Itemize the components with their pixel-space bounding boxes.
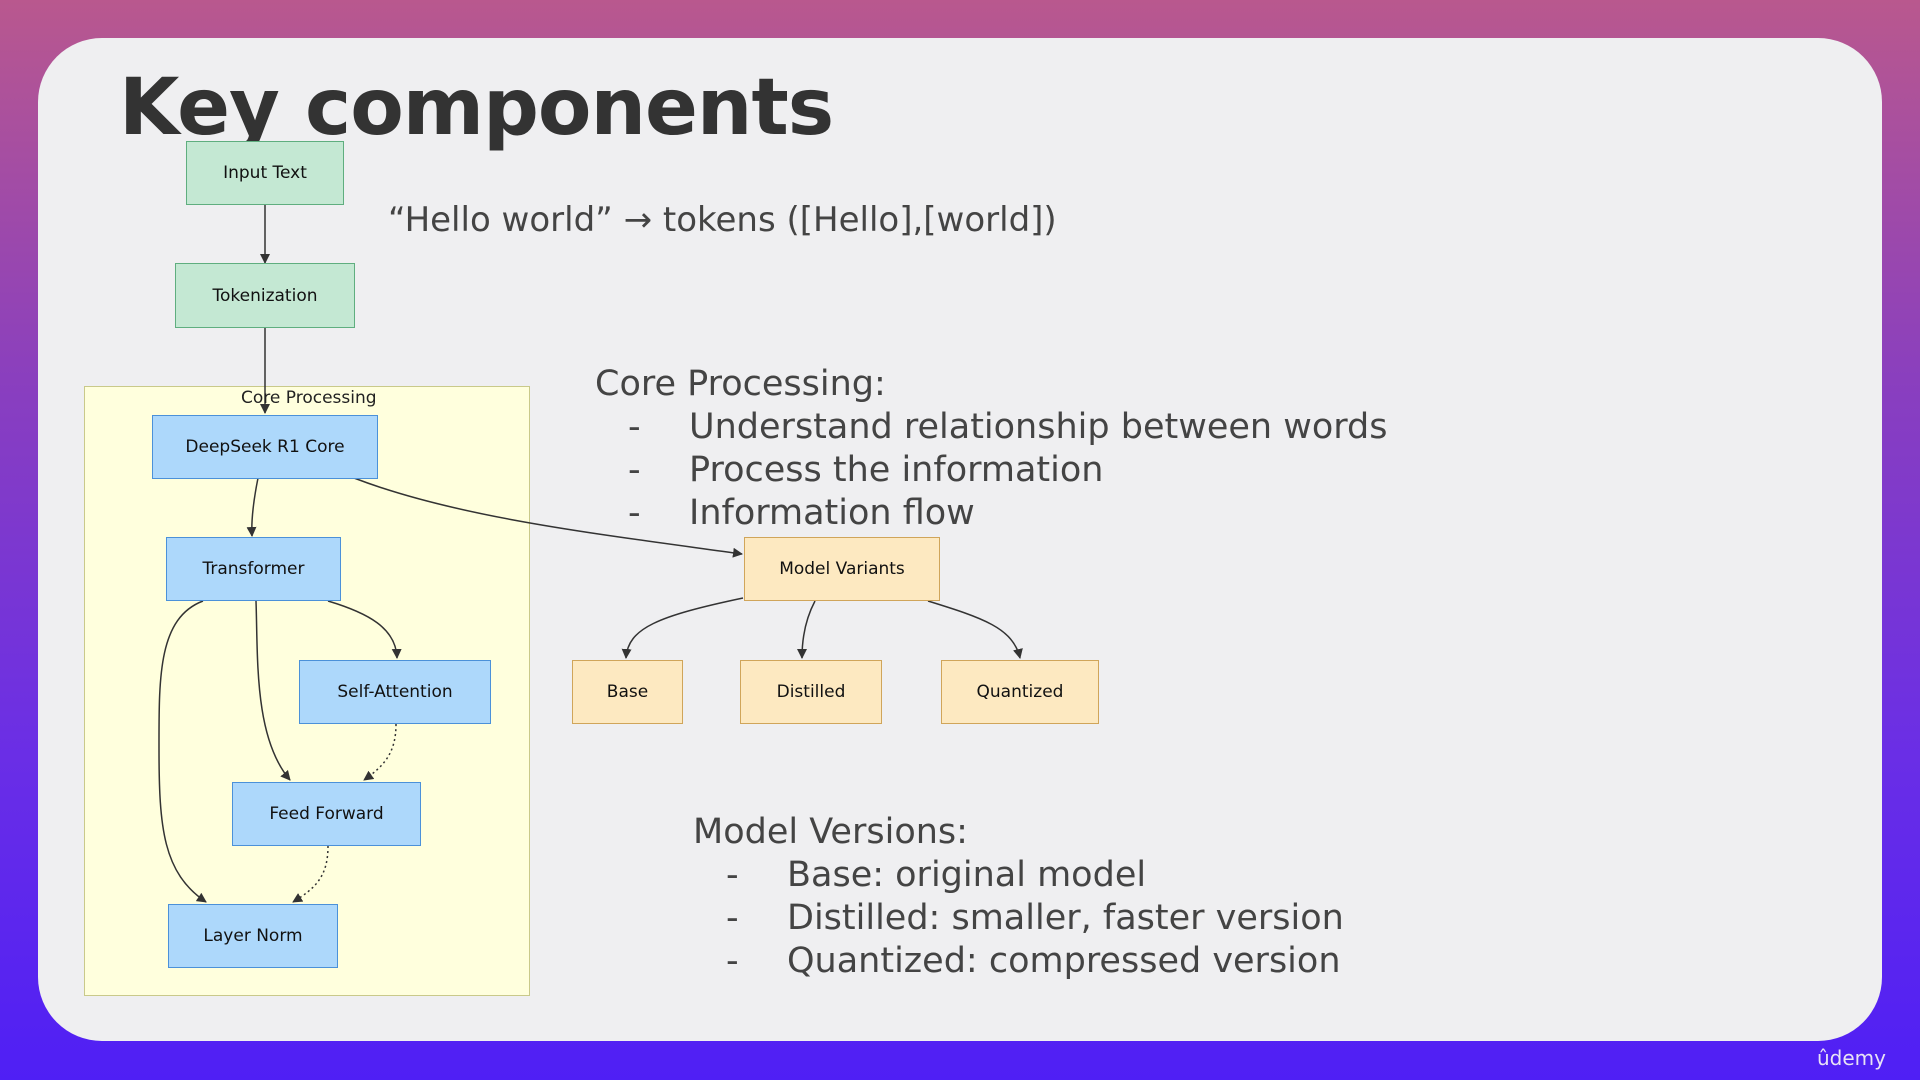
bullet-marker: - xyxy=(628,493,641,533)
list-item: - Base: original model xyxy=(693,854,1146,897)
list-item-text: Understand relationship between words xyxy=(689,407,1388,447)
list-item-text: Distilled: smaller, faster version xyxy=(787,898,1344,938)
list-item-text: Process the information xyxy=(689,450,1104,490)
slide-title: Key components xyxy=(119,63,834,153)
bullet-marker: - xyxy=(726,855,739,895)
node-input-text: Input Text xyxy=(186,141,344,205)
node-quantized: Quantized xyxy=(941,660,1099,724)
list-item-text: Information flow xyxy=(689,493,975,533)
core-processing-heading: Core Processing: xyxy=(595,364,886,404)
tokenization-example-note: “Hello world” → tokens ([Hello],[world]) xyxy=(388,200,1057,240)
node-base: Base xyxy=(572,660,683,724)
list-item: - Process the information xyxy=(595,449,1103,492)
list-item-text: Base: original model xyxy=(787,855,1147,895)
model-versions-heading: Model Versions: xyxy=(693,812,968,852)
node-self-attention: Self-Attention xyxy=(299,660,491,724)
node-transformer: Transformer xyxy=(166,537,341,601)
core-processing-subgraph-label: Core Processing xyxy=(241,388,377,408)
node-layer-norm: Layer Norm xyxy=(168,904,338,968)
udemy-logo: ûdemy xyxy=(1817,1046,1886,1070)
core-processing-notes: Core Processing: - Understand relationsh… xyxy=(595,363,1387,535)
bullet-marker: - xyxy=(628,407,641,447)
bullet-marker: - xyxy=(726,898,739,938)
bullet-marker: - xyxy=(628,450,641,490)
edge-variants-to-base xyxy=(621,597,744,659)
node-model-variants: Model Variants xyxy=(744,537,940,601)
slide-panel: Key components Core Processing Input Tex… xyxy=(38,38,1882,1041)
edge-variants-to-quantized xyxy=(927,600,1023,659)
list-item: - Information flow xyxy=(595,492,975,535)
node-tokenization: Tokenization xyxy=(175,263,355,328)
model-versions-notes: Model Versions: - Base: original model -… xyxy=(693,811,1344,983)
list-item: - Understand relationship between words xyxy=(595,406,1387,449)
list-item-text: Quantized: compressed version xyxy=(787,941,1341,981)
node-feed-forward: Feed Forward xyxy=(232,782,421,846)
bullet-marker: - xyxy=(726,941,739,981)
node-deepseek-r1-core: DeepSeek R1 Core xyxy=(152,415,378,479)
edge-variants-to-distilled xyxy=(797,600,816,659)
node-distilled: Distilled xyxy=(740,660,882,724)
list-item: - Quantized: compressed version xyxy=(693,940,1341,983)
list-item: - Distilled: smaller, faster version xyxy=(693,897,1344,940)
